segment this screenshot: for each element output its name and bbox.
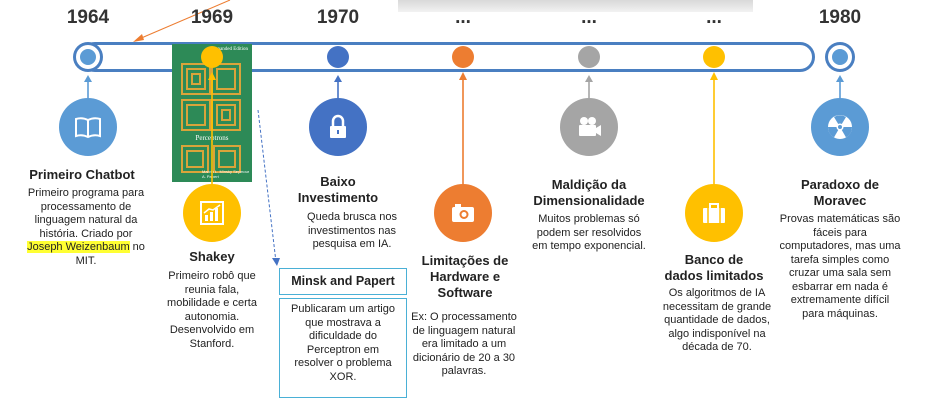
event-icon-circle (59, 98, 117, 156)
year-label: 1970 (316, 7, 360, 28)
book-edition: Expanded Edition (212, 47, 248, 52)
year-label: ... (706, 7, 722, 28)
callout-title: Minsk and Papert (291, 274, 395, 288)
book-authors: Marvin L. Minsky Seymour A. Papert (202, 169, 250, 179)
event-title: Primeiro Chatbot (29, 167, 135, 182)
event-title: Baixo Investimento (297, 174, 379, 205)
event-title: Shakey (189, 249, 235, 264)
event-title: Banco de dados limitados (664, 252, 764, 283)
event-description-text: Primeiro programa para processamento de … (27, 187, 145, 240)
top-image-strip (398, 0, 753, 12)
timeline-node-database (703, 46, 725, 68)
timeline-node-1964 (76, 45, 100, 69)
event-description: Ex: O processamento de linguagem natural… (411, 311, 517, 377)
event-description: Primeiro robô que reunia fala, mobilidad… (167, 270, 257, 350)
chart-icon (200, 201, 224, 225)
callout-description: Publicaram um artigo que mostrava a difi… (291, 303, 395, 383)
book-icon (75, 117, 101, 139)
year-label: 1964 (66, 7, 110, 28)
event-icon-circle (309, 98, 367, 156)
year-label: ... (455, 7, 471, 28)
callout-description-box: Publicaram um artigo que mostrava a difi… (279, 298, 407, 398)
event-icon-circle (685, 184, 743, 242)
event-title: Limitações de Hardware e Software (421, 253, 509, 300)
event-description: Os algoritmos de IA necessitam de grande… (662, 287, 772, 353)
highlighted-name: Joseph Weizenbaum (27, 241, 130, 253)
camera-icon (452, 204, 474, 222)
timeline-node-1970 (327, 46, 349, 68)
timeline-node-dimensionality (578, 46, 600, 68)
briefcase-icon (703, 203, 725, 223)
event-description: Primeiro programa para processamento de … (27, 187, 145, 268)
annotation-arrow (133, 0, 231, 42)
year-label: 1980 (818, 7, 862, 28)
timeline-node-1980 (828, 45, 852, 69)
radiation-icon (828, 115, 852, 139)
video-camera-icon (579, 117, 601, 136)
event-description: Queda brusca nos investimentos nas pesqu… (307, 211, 397, 250)
event-description: Provas matemáticas são fáceis para compu… (779, 213, 901, 320)
event-description: Muitos problemas só podem ser resolvidos… (532, 213, 646, 252)
year-label: 1969 (190, 7, 234, 28)
timeline-node-1969 (201, 46, 223, 68)
event-icon-circle (434, 184, 492, 242)
timeline-node-hardware (452, 46, 474, 68)
event-icon-circle (183, 184, 241, 242)
book-pattern-bottom (181, 145, 241, 173)
event-title: Paradoxo de Moravec (800, 177, 880, 208)
event-description-text: no MIT. (75, 241, 145, 267)
lock-icon (330, 114, 346, 138)
book-pattern-top (181, 63, 241, 131)
year-label: ... (581, 7, 597, 28)
event-icon-circle (811, 98, 869, 156)
event-title: Maldição da Dimensionalidade (533, 177, 645, 208)
event-icon-circle (560, 98, 618, 156)
callout-title-box: Minsk and Papert (279, 268, 407, 295)
